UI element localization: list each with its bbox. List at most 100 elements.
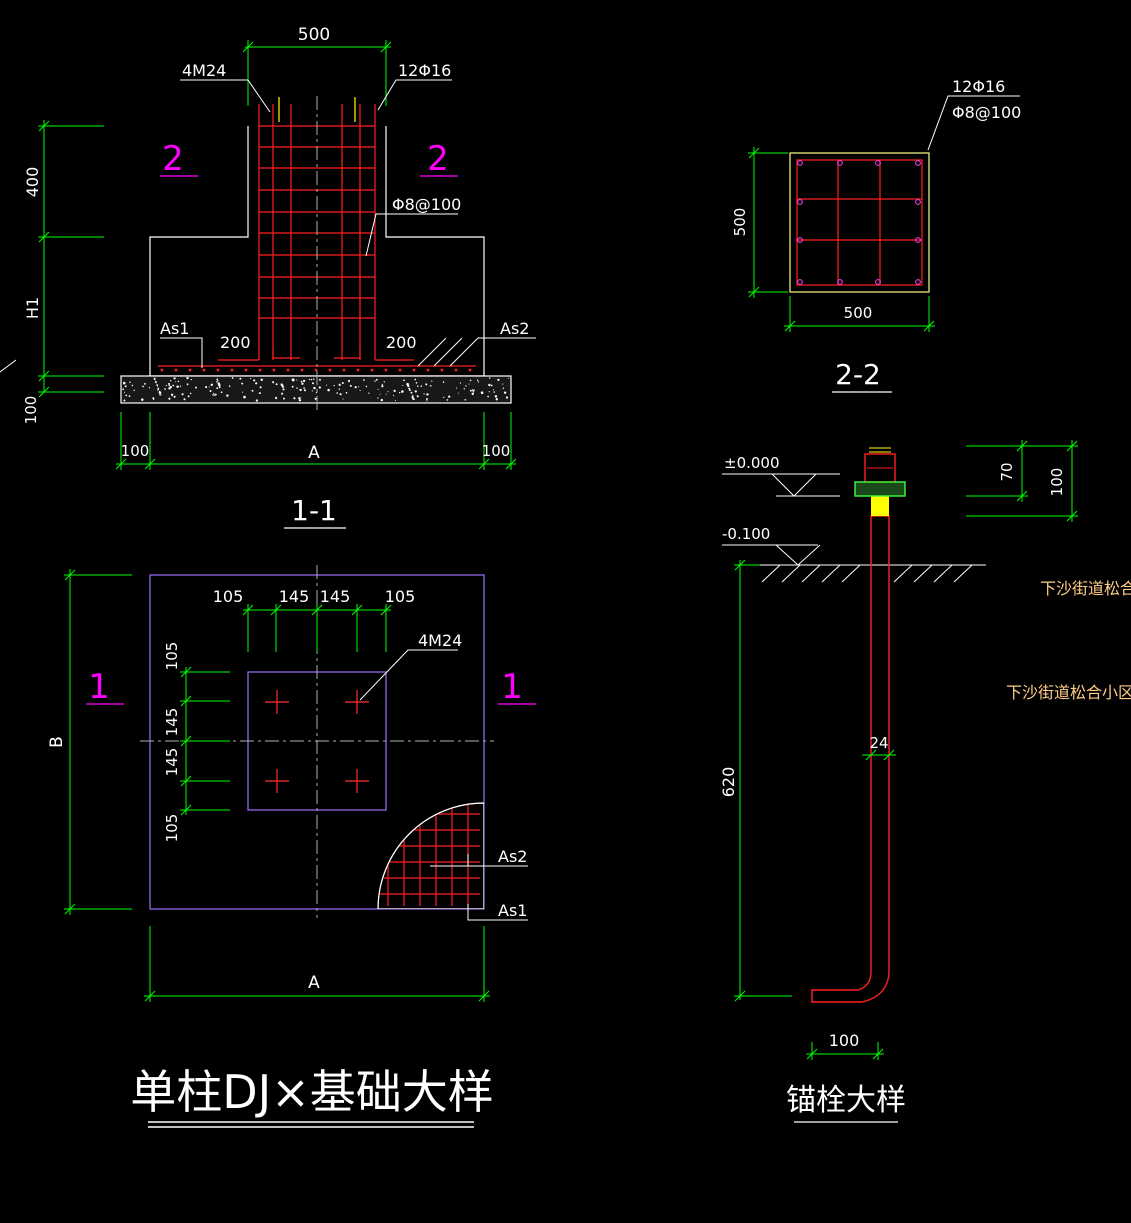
plan-bar-label-as1: As1 [498, 901, 527, 920]
cushion-speck [338, 388, 340, 390]
sec22-dim-width: 500 [844, 304, 873, 322]
cushion-speck [473, 389, 475, 391]
cushion-speck [176, 385, 179, 388]
cushion-speck [155, 382, 157, 384]
cushion-speck [175, 381, 177, 383]
cushion-speck [311, 390, 313, 392]
dim-cushion: 100 [22, 396, 40, 425]
cushion-speck [168, 397, 171, 400]
cushion-speck [471, 389, 474, 391]
plan-dim-width: A [308, 973, 320, 993]
concrete-cushion [120, 375, 512, 404]
cushion-speck [420, 385, 423, 387]
cushion-speck [231, 377, 234, 379]
cushion-speck [283, 397, 285, 400]
cushion-speck [216, 378, 218, 380]
cushion-speck [226, 394, 229, 397]
cushion-speck [426, 393, 429, 396]
cushion-speck [160, 394, 162, 396]
cushion-speck [255, 382, 258, 385]
cushion-speck [298, 397, 301, 400]
cushion-speck [293, 397, 296, 400]
anchor-dim-620: 620 [719, 767, 738, 798]
base-bar-dot [342, 368, 346, 372]
cushion-speck [327, 388, 330, 392]
cushion-speck [296, 387, 298, 389]
plan-dim-top-1: 105 [213, 587, 244, 606]
cushion-speck [210, 384, 213, 386]
cushion-speck [165, 384, 168, 387]
plan-dim-depth: B [47, 736, 67, 748]
longitudinal-bar [875, 279, 881, 285]
dim-height-lower: H1 [23, 297, 42, 319]
base-bar-dot [286, 368, 290, 372]
cushion-speck [416, 395, 419, 398]
cushion-speck [250, 378, 252, 380]
cushion-speck [242, 391, 244, 393]
cushion-speck [385, 393, 387, 395]
cushion-speck [401, 390, 404, 393]
base-bar-dot [370, 368, 374, 372]
cushion-speck [216, 387, 219, 390]
cushion-speck [123, 391, 125, 393]
cushion-speck [156, 385, 159, 387]
cushion-speck [313, 387, 316, 390]
cushion-speck [359, 389, 361, 391]
cushion-speck [255, 399, 259, 402]
longitudinal-bar [797, 199, 803, 205]
cushion-speck [393, 389, 396, 393]
cushion-speck [144, 383, 146, 385]
cushion-speck [431, 380, 433, 382]
cushion-speck [173, 377, 176, 380]
cushion-speck [457, 392, 459, 394]
cushion-speck [448, 395, 451, 398]
anchor-bolt-section [278, 97, 356, 122]
cushion-speck [477, 379, 479, 381]
longitudinal-bar [875, 160, 881, 166]
dim-height-upper: 400 [23, 167, 42, 198]
cushion-speck [259, 386, 262, 389]
cushion-speck [487, 395, 489, 398]
longitudinal-bar [837, 279, 843, 285]
cushion-speck [429, 384, 432, 387]
cushion-speck [493, 391, 495, 393]
cushion-speck [218, 383, 221, 387]
cushion-speck [213, 392, 215, 395]
level-ground-label: -0.100 [722, 525, 770, 543]
cushion-speck [408, 387, 411, 390]
cushion-speck [209, 390, 212, 392]
cushion-speck [205, 386, 208, 389]
cushion-speck [380, 398, 383, 402]
cushion-speck [426, 400, 428, 402]
cut-mark-2-right: 2 [427, 139, 449, 179]
cushion-speck [153, 398, 155, 400]
cushion-speck [442, 381, 445, 383]
sec22-main-bar-label: 12Φ16 [952, 77, 1005, 96]
plan-dim-top-4: 105 [385, 587, 416, 606]
base-bar-dot [426, 368, 430, 372]
cushion-speck [158, 388, 160, 390]
cushion-speck [379, 393, 381, 395]
cushion-speck [260, 378, 263, 381]
section-1-1-dimensions [38, 40, 517, 470]
cushion-speck [129, 381, 131, 383]
cushion-speck [492, 389, 494, 391]
cushion-speck [414, 378, 417, 381]
cushion-speck [282, 388, 285, 391]
cushion-speck [387, 391, 389, 393]
cushion-speck [338, 383, 341, 386]
stirrup-label: Φ8@100 [392, 195, 461, 214]
cushion-speck [347, 379, 351, 383]
cushion-speck [300, 380, 303, 383]
cushion-speck [173, 395, 176, 398]
anchor-dimensions [734, 440, 1078, 1060]
section-2-2-leader [927, 95, 1020, 151]
cushion-speck [154, 378, 156, 381]
cushion-speck [186, 376, 189, 380]
cushion-speck [402, 384, 404, 386]
cushion-speck [488, 377, 491, 379]
section-1-1-leaders [0, 79, 536, 373]
cushion-speck [345, 391, 348, 394]
cushion-speck [128, 395, 131, 397]
cushion-speck [281, 392, 284, 395]
